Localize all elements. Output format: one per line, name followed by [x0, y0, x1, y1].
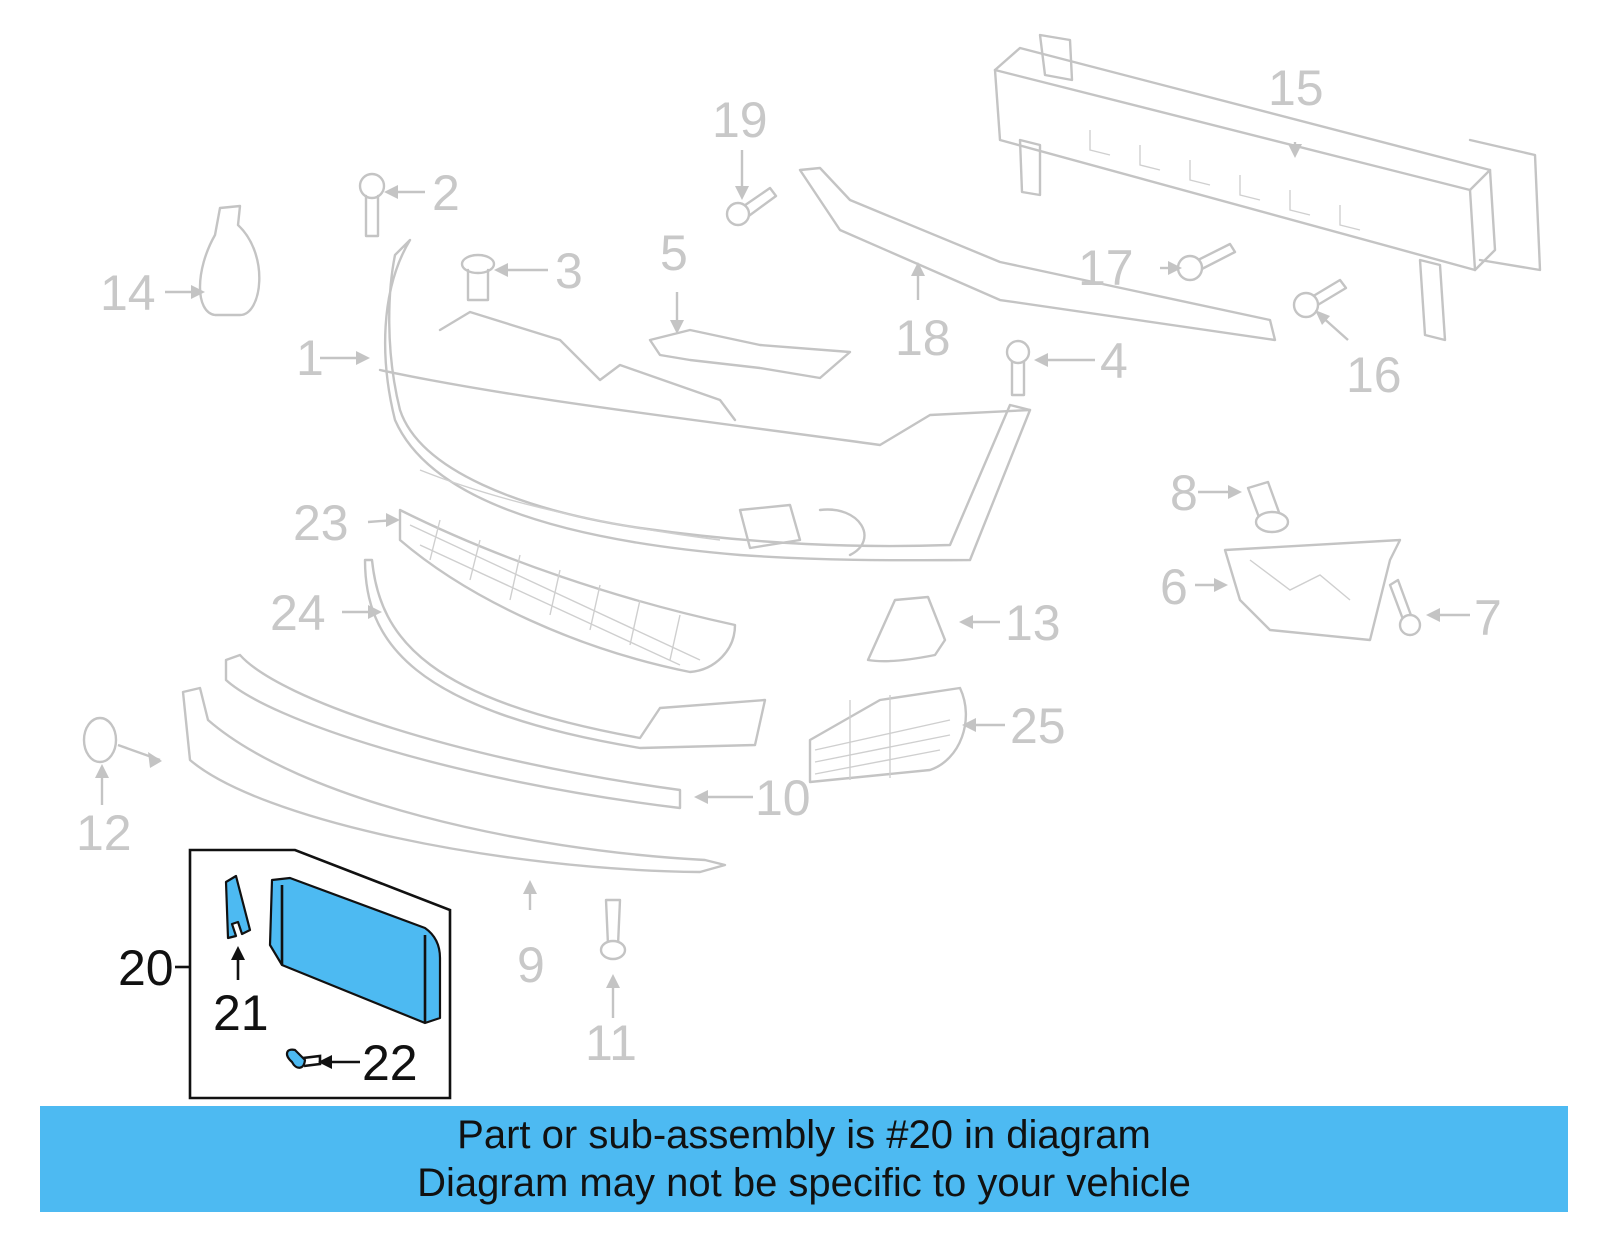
callout-11: 11: [585, 1015, 637, 1071]
part-13-cover: [866, 595, 947, 663]
callout-24: 24: [270, 585, 326, 641]
part-16-bolt: [1292, 278, 1348, 319]
banner-line-2: Diagram may not be specific to your vehi…: [417, 1161, 1191, 1205]
banner-line-1: Part or sub-assembly is #20 in diagram: [457, 1113, 1151, 1157]
part-25-side-grille: [808, 686, 968, 784]
callout-20: 20: [118, 940, 174, 996]
part-11-clip: [599, 898, 627, 961]
part-24-trim: [363, 558, 767, 750]
callout-2: 2: [432, 165, 460, 221]
callout-labels: 1 2 3 4 5 6 7 8 9 10 11 12 13 14 15 16 1…: [76, 60, 1502, 1091]
part-5-bracket: [648, 328, 852, 380]
part-1-bumper-cover: [378, 238, 1032, 562]
callout-16: 16: [1346, 347, 1402, 403]
callout-10: 10: [755, 770, 811, 826]
callout-15: 15: [1268, 60, 1324, 116]
part-6-bracket: [1223, 538, 1402, 642]
callout-17: 17: [1078, 240, 1134, 296]
callout-7: 7: [1474, 590, 1502, 646]
callout-22: 22: [362, 1035, 418, 1091]
part-12-cap: [82, 716, 162, 768]
callout-5: 5: [660, 225, 688, 281]
callout-12: 12: [76, 805, 132, 861]
callout-14: 14: [100, 265, 156, 321]
callout-1: 1: [296, 330, 324, 386]
part-8-bolt: [1246, 480, 1290, 534]
part-20-plate-highlight: [268, 876, 442, 1025]
callout-8: 8: [1170, 465, 1198, 521]
callout-19: 19: [712, 92, 768, 148]
part-23-grille: [398, 508, 737, 674]
part-3-clip: [460, 253, 496, 302]
callout-4: 4: [1100, 333, 1128, 389]
callout-13: 13: [1005, 595, 1061, 651]
callout-18: 18: [895, 310, 951, 366]
callout-23: 23: [293, 495, 349, 551]
part-21-bracket-highlight: [224, 874, 252, 940]
part-10-spoiler: [224, 653, 682, 810]
part-9-lip: [181, 686, 727, 874]
part-22-clip-highlight: [285, 1048, 307, 1069]
info-banner: Part or sub-assembly is #20 in diagram D…: [40, 1106, 1568, 1212]
part-2-clip: [358, 172, 386, 238]
part-7-clip: [1388, 578, 1422, 637]
leader-arrows: [95, 142, 1470, 1069]
part-4-clip: [1005, 339, 1031, 397]
part-17-bolt: [1176, 242, 1237, 282]
callout-21: 21: [213, 985, 269, 1041]
part-14-cap: [198, 204, 261, 317]
callout-25: 25: [1010, 698, 1066, 754]
callout-6: 6: [1160, 559, 1188, 615]
part-20-inset-box: [175, 848, 452, 1100]
callout-9: 9: [517, 937, 545, 993]
part-18-absorber: [798, 166, 1277, 342]
callout-3: 3: [555, 243, 583, 299]
part-19-bolt: [725, 186, 778, 227]
part-15-reinforcement-beam: [993, 33, 1542, 342]
